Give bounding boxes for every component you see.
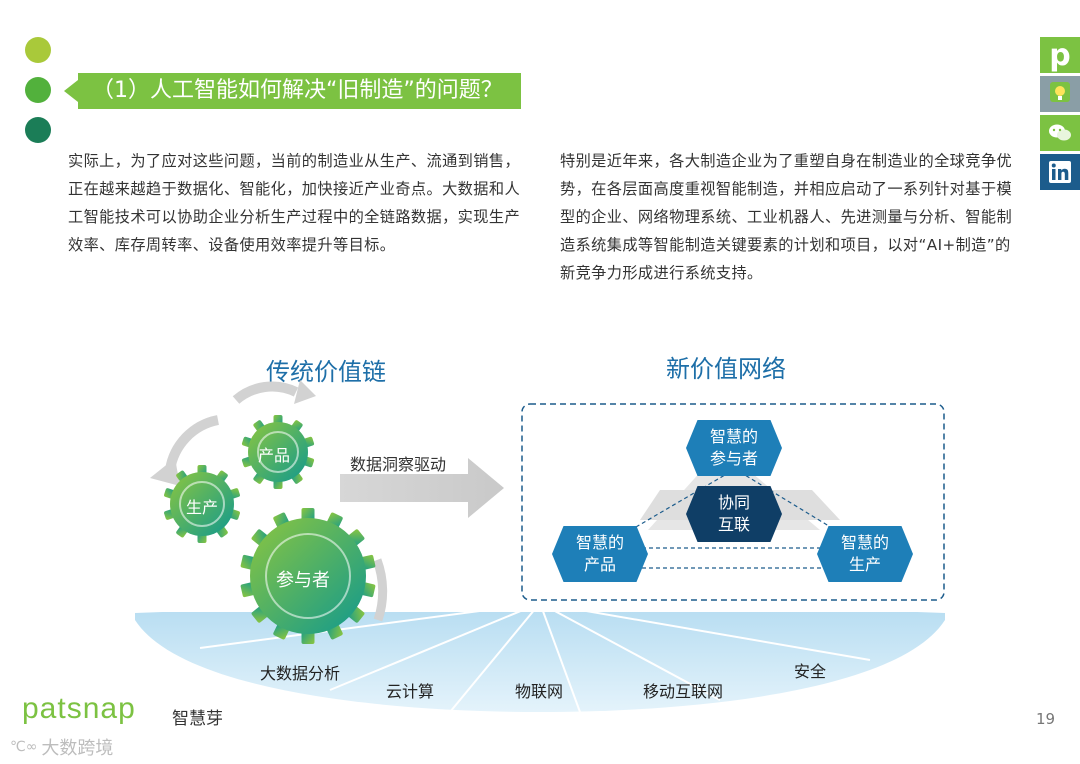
watermark: ℃∞ 大数跨境 bbox=[10, 734, 113, 760]
foundation-bigdata: 大数据分析 bbox=[260, 660, 340, 684]
foundation-cloud: 云计算 bbox=[386, 678, 434, 702]
patsnap-logo-cn: 智慧芽 bbox=[172, 704, 223, 729]
foundation-mobile: 移动互联网 bbox=[643, 678, 723, 702]
patsnap-logo: patsnap bbox=[22, 692, 136, 726]
arrow-label: 数据洞察驱动 bbox=[350, 451, 446, 475]
hex-collaboration: 协同互联 bbox=[686, 486, 782, 542]
gears-illustration bbox=[140, 400, 540, 660]
foundation-security: 安全 bbox=[794, 658, 826, 682]
hex-smart-participant: 智慧的参与者 bbox=[686, 420, 782, 476]
gear-production-label: 生产 bbox=[186, 494, 218, 518]
gear-participant-label: 参与者 bbox=[276, 566, 330, 592]
watermark-icon: ℃∞ bbox=[10, 739, 37, 755]
foundation-iot: 物联网 bbox=[515, 678, 563, 702]
gear-product-label: 产品 bbox=[258, 442, 290, 466]
hex-smart-production: 智慧的生产 bbox=[817, 526, 913, 582]
page-number: 19 bbox=[1036, 710, 1055, 728]
hex-smart-product: 智慧的产品 bbox=[552, 526, 648, 582]
